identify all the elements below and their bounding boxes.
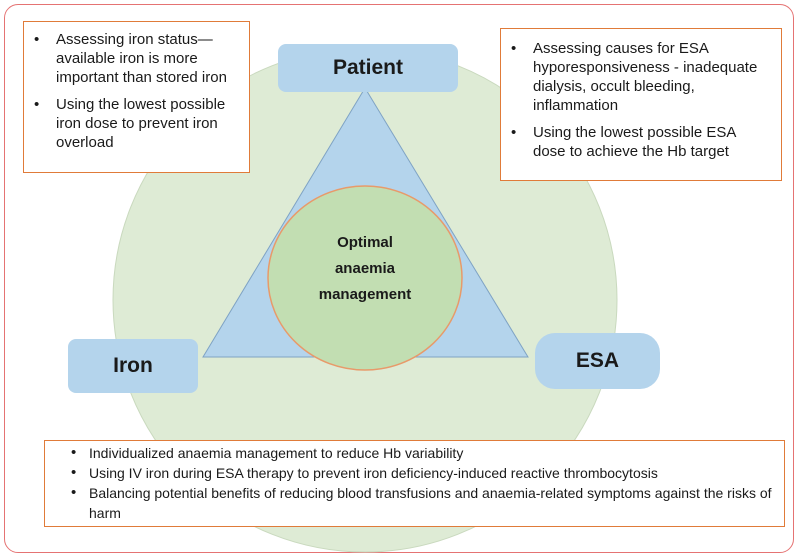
shared-note-item: Individualized anaemia management to red…	[49, 443, 772, 463]
shared-note: Individualized anaemia management to red…	[44, 440, 785, 527]
iron-node: Iron	[68, 339, 198, 393]
esa-note: Assessing causes for ESA hyporesponsiven…	[500, 28, 782, 181]
diagram-frame	[4, 4, 794, 553]
patient-note: Assessing iron status—available iron is …	[23, 21, 250, 173]
center-label: Optimal anaemia management	[290, 230, 440, 308]
center-line-3: management	[318, 286, 412, 303]
center-line-1: Optimal	[337, 234, 393, 251]
esa-node: ESA	[535, 333, 660, 389]
patient-label: Patient	[332, 56, 403, 79]
shared-note-item: Balancing potential benefits of reducing…	[49, 483, 772, 523]
patient-note-item: Using the lowest possible iron dose to p…	[28, 95, 237, 152]
shared-note-item: Using IV iron during ESA therapy to prev…	[49, 463, 772, 483]
center-line-2: anaemia	[334, 260, 396, 277]
esa-note-item: Using the lowest possible ESA dose to ac…	[505, 123, 769, 161]
patient-note-item: Assessing iron status—available iron is …	[28, 30, 237, 87]
esa-note-item: Assessing causes for ESA hyporesponsiven…	[505, 39, 769, 115]
patient-node: Patient	[278, 44, 458, 92]
esa-label: ESA	[575, 349, 620, 372]
iron-label: Iron	[113, 354, 153, 377]
inner-circle	[267, 185, 463, 371]
